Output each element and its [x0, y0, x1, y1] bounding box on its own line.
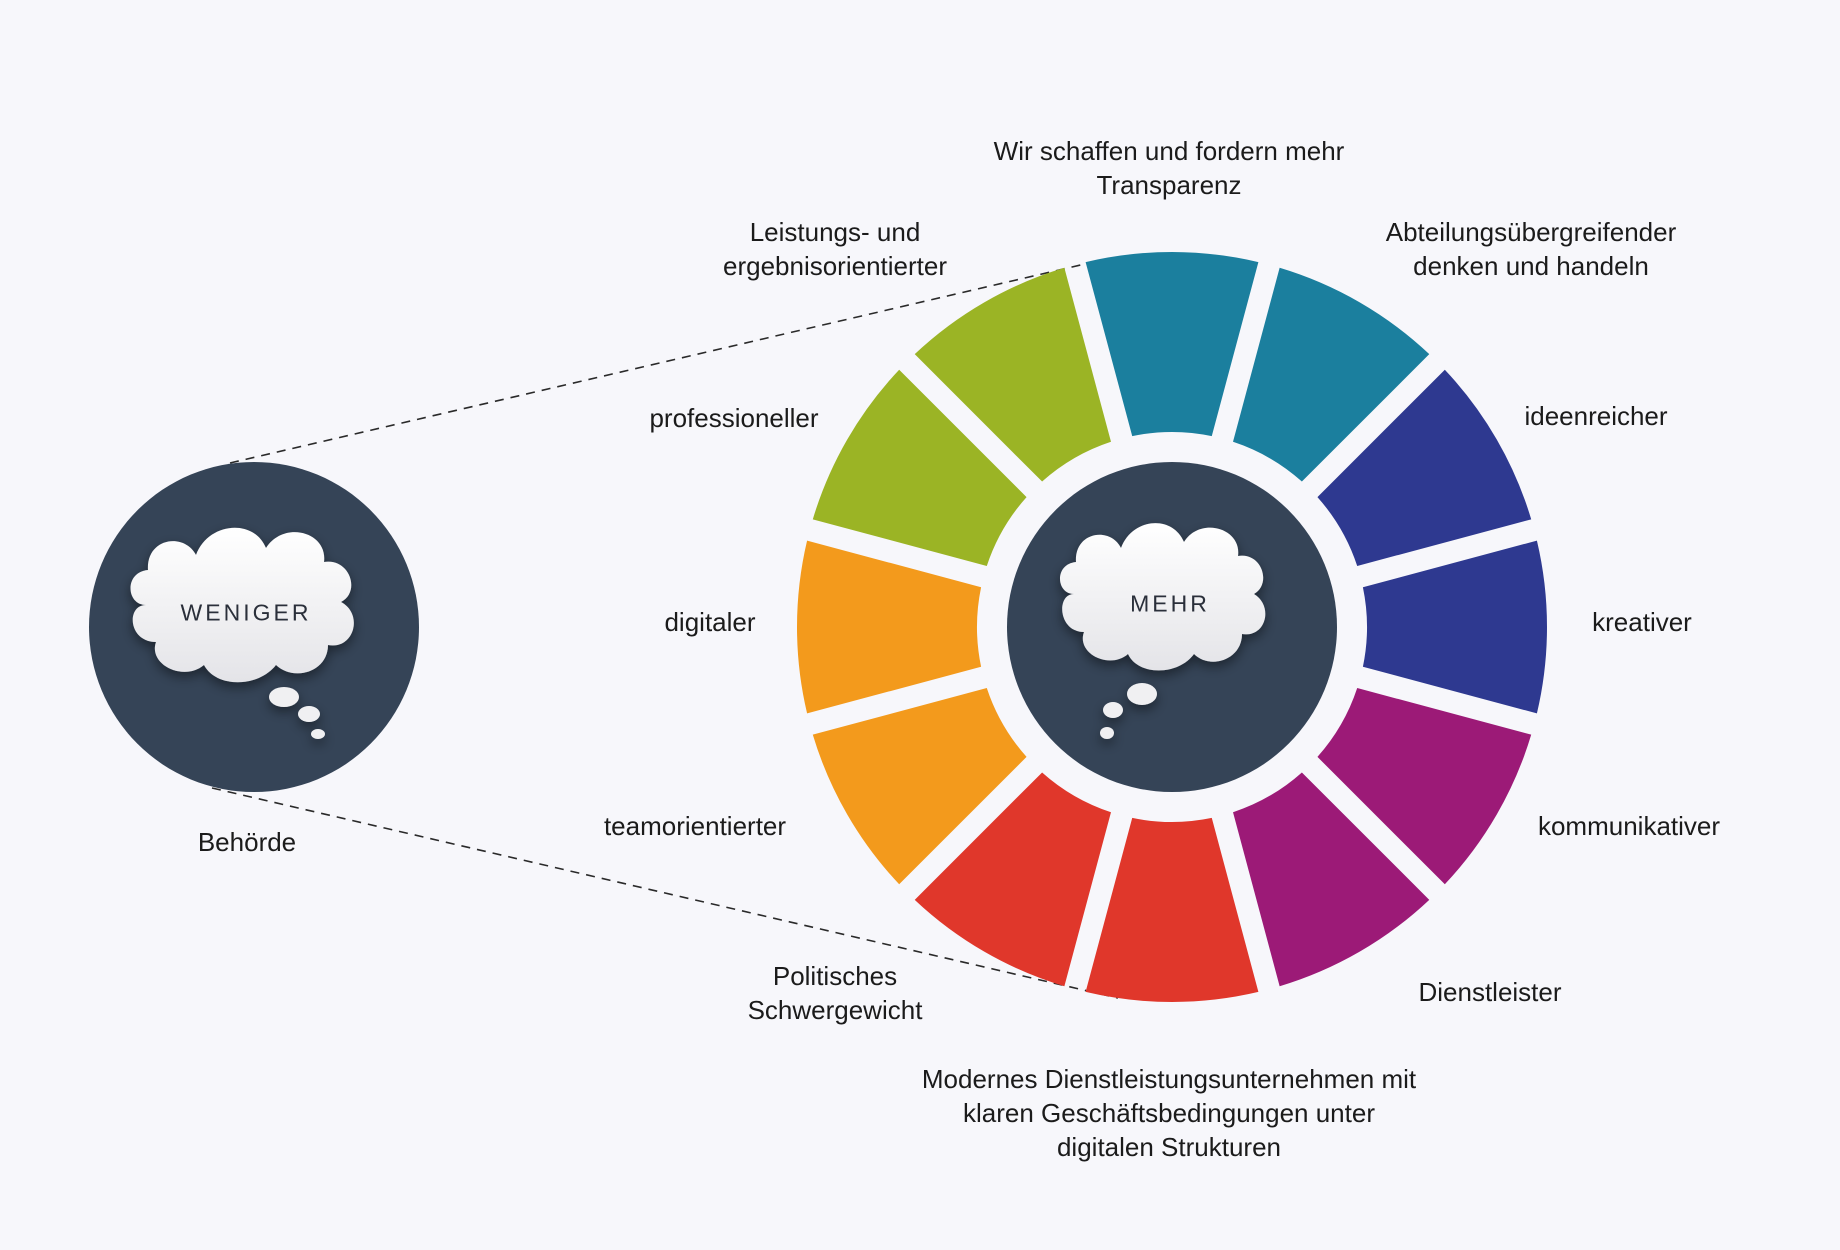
wheel-segment-8 [812, 688, 1027, 885]
wheel-segment-4 [1317, 688, 1532, 885]
segment-label-professioneller: professioneller [649, 403, 819, 433]
wheel-segment-9 [797, 540, 982, 714]
left-cloud-icon [130, 527, 354, 739]
center-cloud-icon [1060, 523, 1266, 739]
wheel-segment-0 [1085, 251, 1259, 437]
wheel-segment-11 [914, 267, 1111, 482]
segment-label-kreativer: kreativer [1592, 607, 1692, 637]
connector-line-top [229, 259, 1103, 464]
wheel-segment-10 [812, 369, 1027, 566]
wheel-segment-5 [1233, 772, 1430, 987]
segment-label-kommunikativer: kommunikativer [1537, 811, 1721, 841]
segment-label-teamorientierter: teamorientierter [603, 811, 787, 841]
wheel-segment-1 [1233, 267, 1430, 482]
left-cloud-label: WENIGER [180, 599, 312, 626]
wheel-segment-3 [1362, 540, 1548, 714]
wheel-segment-7 [914, 772, 1111, 987]
wheel-segment-2 [1317, 369, 1532, 566]
segment-label-ideenreicher: ideenreicher [1524, 401, 1668, 431]
wheel [797, 251, 1548, 1002]
left-circle-caption: Behörde [197, 827, 297, 857]
connector-line-bottom [211, 787, 1119, 999]
segment-label-dienstleister: Dienstleister [1418, 977, 1562, 1007]
segment-label-digitaler: digitaler [664, 607, 756, 637]
wheel-segment-6 [1085, 817, 1259, 1002]
center-cloud-label: MEHR [1130, 590, 1210, 617]
